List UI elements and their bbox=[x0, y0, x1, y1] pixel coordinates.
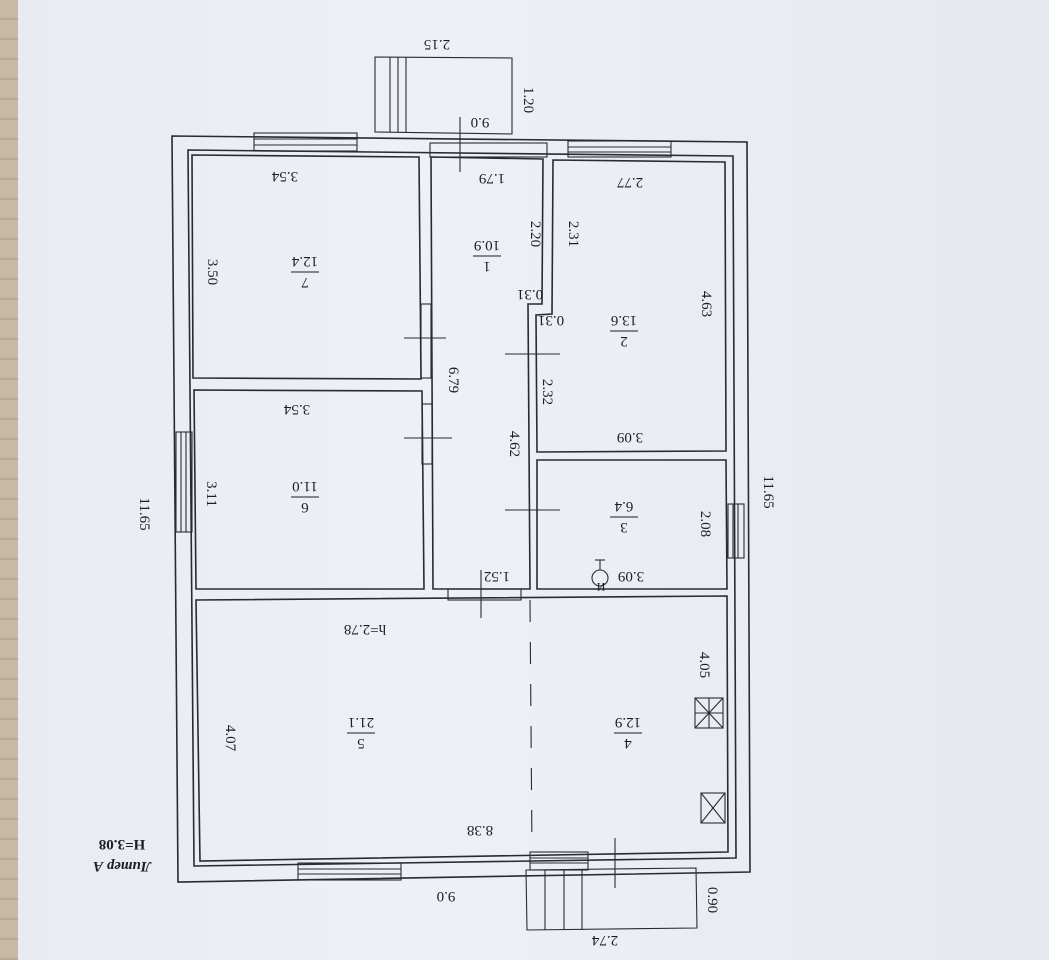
r1-a: 2.20 bbox=[527, 221, 543, 247]
r1-b: 0.31 bbox=[517, 286, 543, 302]
room-2-outline bbox=[535, 159, 727, 453]
room-1-number: 1 bbox=[483, 258, 491, 274]
porch-bottom-width: 2.74 bbox=[591, 932, 618, 948]
room-3-outline bbox=[536, 459, 728, 590]
room-6-number: 6 bbox=[301, 499, 309, 515]
r3-width: 3.09 bbox=[618, 568, 644, 584]
boiler-icon bbox=[700, 792, 726, 824]
room-7-area: 12.4 bbox=[291, 253, 318, 269]
room-7-number: 7 bbox=[301, 274, 309, 290]
r7-width: 3.54 bbox=[271, 168, 298, 184]
room-6-label: 6 11.0 bbox=[291, 478, 319, 515]
room-2-number: 2 bbox=[620, 333, 628, 349]
hall-width: 8.38 bbox=[467, 822, 493, 838]
room-7-label: 7 12.4 bbox=[291, 253, 319, 290]
porch-top-width: 2.15 bbox=[424, 36, 450, 52]
r1-c: 2.32 bbox=[539, 379, 555, 405]
room-3-number: 3 bbox=[620, 519, 628, 535]
bottom-porch bbox=[525, 867, 698, 931]
room-4-label: 4 12.9 bbox=[614, 714, 642, 751]
top-width: 9.0 bbox=[471, 114, 490, 130]
top-porch bbox=[374, 56, 513, 135]
paper-background bbox=[18, 0, 1049, 960]
bottom-width: 9.0 bbox=[437, 888, 456, 904]
meter-icon bbox=[591, 559, 609, 587]
stove-icon bbox=[694, 697, 724, 729]
porch-bottom-depth: 0.90 bbox=[704, 887, 720, 913]
r6-width: 3.54 bbox=[283, 401, 310, 417]
r2-height: 4.63 bbox=[698, 291, 714, 317]
plan-title: Литер А bbox=[93, 858, 152, 874]
room-5-number: 5 bbox=[357, 735, 365, 751]
inner-outer-line bbox=[187, 149, 737, 867]
room-4-5-outline bbox=[195, 595, 729, 862]
room-3-label: 3 6.4 bbox=[610, 498, 638, 535]
r6-height: 3.11 bbox=[203, 481, 219, 507]
outer-wall bbox=[171, 135, 751, 883]
room-4-number: 4 bbox=[624, 735, 632, 751]
right-height: 11.65 bbox=[760, 475, 776, 508]
corridor-len2: 4.62 bbox=[506, 431, 522, 457]
plan-height-label: H=3.08 bbox=[99, 836, 145, 852]
room-5-area: 21.1 bbox=[348, 714, 374, 730]
r7-height: 3.50 bbox=[204, 259, 220, 285]
r5-height: 4.07 bbox=[222, 725, 238, 752]
door-marks bbox=[404, 117, 616, 888]
porch-top-depth: 1.20 bbox=[520, 87, 536, 113]
r1-width: 1.79 bbox=[479, 170, 505, 186]
r2-width: 2.77 bbox=[616, 174, 643, 190]
binder-strip bbox=[0, 0, 18, 960]
room-4-5-divider bbox=[529, 599, 533, 853]
room-1-area: 10.9 bbox=[474, 237, 500, 253]
r2-bottom: 3.09 bbox=[617, 429, 643, 445]
left-height: 11.65 bbox=[136, 497, 152, 530]
room-2-label: 2 13.6 bbox=[610, 312, 638, 349]
room-7-outline bbox=[191, 154, 422, 380]
r2-b: 0.31 bbox=[538, 312, 564, 328]
corridor-len: 6.79 bbox=[445, 367, 461, 393]
meter-mark: И bbox=[596, 580, 605, 594]
door-width: 1.52 bbox=[484, 568, 510, 584]
room-5-label: 5 21.1 bbox=[347, 714, 375, 751]
room-3-area: 6.4 bbox=[614, 498, 633, 514]
room-2-area: 13.6 bbox=[610, 312, 637, 328]
r3-height: 2.08 bbox=[697, 511, 713, 537]
room-6-area: 11.0 bbox=[292, 478, 318, 494]
ceiling-height: h=2.78 bbox=[344, 621, 386, 637]
r2-a: 2.31 bbox=[565, 221, 581, 247]
windows bbox=[175, 132, 745, 881]
room-4-area: 12.9 bbox=[615, 714, 641, 730]
room-1-label: 1 10.9 bbox=[473, 237, 501, 274]
room-1-outline bbox=[430, 156, 544, 590]
r4-height: 4.05 bbox=[696, 652, 712, 678]
room-6-outline bbox=[193, 389, 425, 590]
